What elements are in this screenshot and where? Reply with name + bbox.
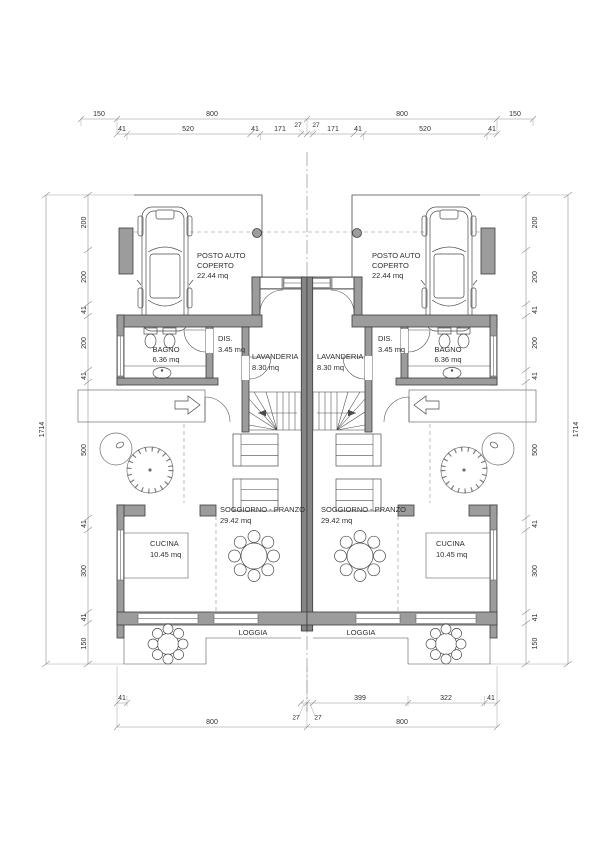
room-area-dis-left: 3.45 mq xyxy=(218,345,245,354)
dim-label: 41 xyxy=(532,372,539,380)
dim-label: 41 xyxy=(354,126,362,133)
room-area-cucina-left: 10.45 mq xyxy=(150,550,181,559)
dim-label: 41 xyxy=(118,126,126,133)
dim-label: 27 xyxy=(294,122,302,129)
dim-label: 500 xyxy=(81,444,88,456)
room-labels: POSTO AUTO COPERTO 22.44 mq BAGNO 6.36 m… xyxy=(150,251,467,637)
room-label-soggiorno-right: SOGGIORNO - PRANZO xyxy=(321,505,406,514)
dim-label: 41 xyxy=(488,126,496,133)
bathroom-fixtures xyxy=(124,327,206,379)
dim-label: 300 xyxy=(81,565,88,577)
room-label-cucina-right: CUCINA xyxy=(436,539,465,548)
dim-label: 150 xyxy=(81,638,88,650)
dim-label: 500 xyxy=(532,444,539,456)
room-area-lavanderia-right: 8.30 mq xyxy=(317,363,344,372)
unit-left-geometry xyxy=(77,194,308,665)
stair-direction-arrow xyxy=(258,409,266,417)
room-label-lavanderia-right: LAVANDERIA xyxy=(317,352,363,361)
room-area-lavanderia-left: 8.30 mq xyxy=(252,363,279,372)
dim-label: 41 xyxy=(532,614,539,622)
dim-label: 41 xyxy=(532,306,539,314)
dim-label: 200 xyxy=(81,271,88,283)
dim-label: 200 xyxy=(532,271,539,283)
room-area-bagno-right: 6.36 mq xyxy=(434,355,461,364)
room-area-soggiorno-left: 29.42 mq xyxy=(220,516,251,525)
room-area-bagno-left: 6.36 mq xyxy=(152,355,179,364)
room-label-bagno-left: BAGNO xyxy=(152,345,179,354)
dim-label: 200 xyxy=(532,337,539,349)
dim-label: 800 xyxy=(396,719,408,726)
dim-label: 27 xyxy=(312,122,320,129)
room-label-dis-left: DIS. xyxy=(218,334,233,343)
dim-label: 200 xyxy=(81,217,88,229)
room-area-carport-right: 22.44 mq xyxy=(372,271,403,280)
carport-column xyxy=(252,228,262,238)
dimension-labels: 150 800 800 150 41 520 41 171 27 27 171 … xyxy=(39,111,580,726)
room-label-carport-right: POSTO AUTO xyxy=(372,251,421,260)
dim-label: 41 xyxy=(81,614,88,622)
dim-label: 41 xyxy=(81,520,88,528)
dim-label: 41 xyxy=(81,372,88,380)
dim-label: 171 xyxy=(274,126,286,133)
dim-label: 1714 xyxy=(39,422,46,438)
dim-label: 800 xyxy=(396,111,408,118)
room-label-loggia-right: LOGGIA xyxy=(347,628,376,637)
walls xyxy=(116,276,308,639)
loggia-outline xyxy=(123,637,301,665)
dim-label: 800 xyxy=(206,719,218,726)
dim-label: 27 xyxy=(314,715,322,722)
dim-label: 520 xyxy=(419,126,431,133)
dim-label: 171 xyxy=(327,126,339,133)
room-label-lavanderia-left: LAVANDERIA xyxy=(252,352,298,361)
room-label-dis-right: DIS. xyxy=(378,334,393,343)
dim-label: 200 xyxy=(532,217,539,229)
sofas xyxy=(232,433,279,512)
room-area-soggiorno-right: 29.42 mq xyxy=(321,516,352,525)
room-label-bagno-right: BAGNO xyxy=(434,345,461,354)
dim-label: 150 xyxy=(93,111,105,118)
carport-outline xyxy=(118,194,307,277)
dim-label: 300 xyxy=(532,565,539,577)
room-label-loggia-left: LOGGIA xyxy=(239,628,268,637)
room-label-soggiorno-left: SOGGIORNO - PRANZO xyxy=(220,505,305,514)
dim-label: 322 xyxy=(440,695,452,702)
room-label-carport-right: COPERTO xyxy=(372,261,409,270)
loggia-table xyxy=(147,623,189,665)
trees xyxy=(99,432,174,494)
dim-label: 150 xyxy=(532,638,539,650)
dim-label: 41 xyxy=(487,695,495,702)
room-area-cucina-right: 10.45 mq xyxy=(436,550,467,559)
room-label-carport-left: COPERTO xyxy=(197,261,234,270)
dim-label: 800 xyxy=(206,111,218,118)
entrance-porch xyxy=(77,389,231,423)
room-label-cucina-left: CUCINA xyxy=(150,539,179,548)
entry-arrow-icon xyxy=(174,395,201,415)
room-area-dis-right: 3.45 mq xyxy=(378,345,405,354)
dim-label: 41 xyxy=(118,695,126,702)
dining-table xyxy=(228,530,280,582)
dim-label: 200 xyxy=(81,337,88,349)
dim-label: 41 xyxy=(532,520,539,528)
dim-label: 41 xyxy=(251,126,259,133)
unit-right-geometry xyxy=(307,195,536,664)
dim-label: 520 xyxy=(182,126,194,133)
dim-label: 150 xyxy=(509,111,521,118)
room-area-carport-left: 22.44 mq xyxy=(197,271,228,280)
dim-label: 27 xyxy=(292,715,300,722)
dim-label: 399 xyxy=(354,695,366,702)
dimension-lines xyxy=(41,115,573,731)
kitchen-counter xyxy=(124,532,189,579)
dim-label: 1714 xyxy=(573,422,580,438)
staircase xyxy=(248,391,302,431)
dim-label: 41 xyxy=(81,306,88,314)
room-label-carport-left: POSTO AUTO xyxy=(197,251,246,260)
car xyxy=(136,206,194,332)
